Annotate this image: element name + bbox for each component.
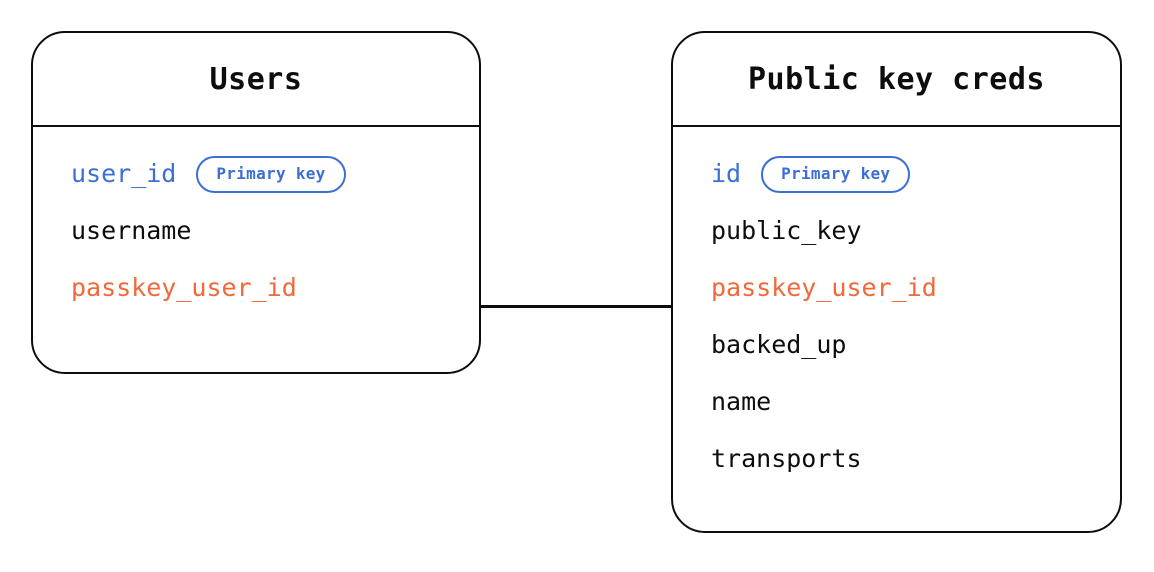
entity-field-list-users: user_id Primary key username passkey_use… <box>33 127 479 331</box>
primary-key-badge: Primary key <box>196 155 346 193</box>
field-row[interactable]: public_key <box>673 214 1120 248</box>
field-row[interactable]: user_id Primary key <box>33 155 479 193</box>
field-row[interactable]: id Primary key <box>673 155 1120 193</box>
field-row[interactable]: passkey_user_id <box>673 271 1120 305</box>
field-name: username <box>71 216 192 245</box>
field-name: passkey_user_id <box>71 273 297 302</box>
relationship-connector-passkey-user-id <box>481 305 673 308</box>
entity-title: Public key creds <box>748 61 1045 97</box>
field-name: id <box>711 159 742 188</box>
field-row[interactable]: transports <box>673 442 1120 476</box>
entity-card-public-key-creds[interactable]: Public key creds id Primary key public_k… <box>671 31 1122 533</box>
entity-field-list-public-key-creds: id Primary key public_key passkey_user_i… <box>673 127 1120 502</box>
field-name: passkey_user_id <box>711 273 937 302</box>
entity-header-public-key-creds: Public key creds <box>673 33 1120 127</box>
entity-title: Users <box>209 61 303 97</box>
field-row[interactable]: username <box>33 214 479 248</box>
field-name: public_key <box>711 216 862 245</box>
field-name: backed_up <box>711 330 847 359</box>
field-row[interactable]: passkey_user_id <box>33 271 479 305</box>
primary-key-badge: Primary key <box>761 155 911 193</box>
field-row[interactable]: backed_up <box>673 328 1120 362</box>
field-row[interactable]: name <box>673 385 1120 419</box>
entity-card-users[interactable]: Users user_id Primary key username passk… <box>31 31 481 374</box>
field-name: transports <box>711 444 862 473</box>
field-name: user_id <box>71 159 177 188</box>
field-name: name <box>711 387 772 416</box>
entity-header-users: Users <box>33 33 479 127</box>
